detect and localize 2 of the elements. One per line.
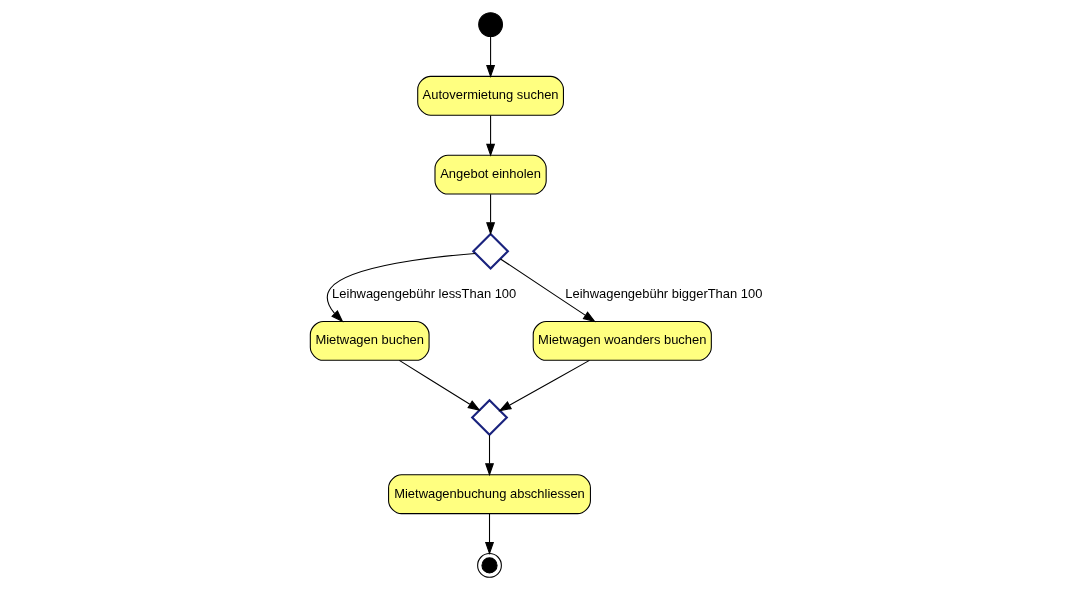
edge-label: Leihwagengebühr biggerThan 100 [564, 286, 762, 302]
edge-label: Leihwagengebühr lessThan 100 [331, 286, 516, 302]
